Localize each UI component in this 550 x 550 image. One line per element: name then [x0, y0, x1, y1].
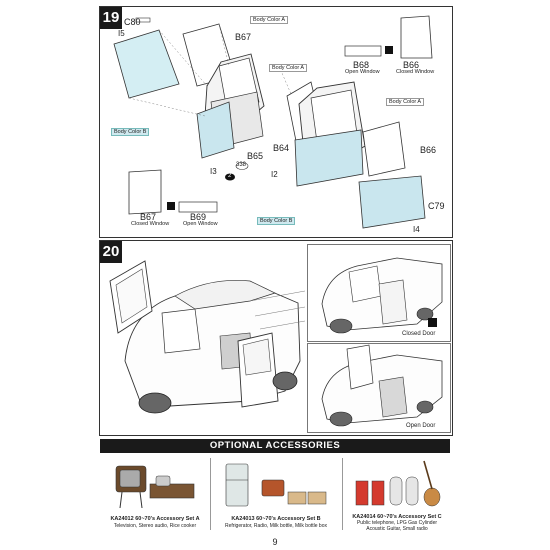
part-c80 — [135, 17, 151, 23]
label-b66-top: B66 — [403, 60, 420, 70]
open-door-left-window — [115, 268, 148, 324]
open-window-b68 — [344, 45, 382, 57]
door-glass-i4 — [358, 175, 426, 229]
label-b67: B67 — [235, 32, 252, 42]
door-glass-i3 — [196, 101, 235, 159]
caption-closed-window-bottom: Closed Window — [131, 221, 170, 227]
vehicle-roof — [174, 280, 276, 310]
label-i5: I5 — [118, 29, 125, 38]
closed-door-illustration — [321, 257, 443, 334]
step-20-number: 20 — [100, 241, 122, 263]
closed-window-b66-top — [400, 15, 433, 59]
open-window-b69 — [178, 201, 218, 213]
label-i2: I2 — [271, 170, 278, 179]
label-b68: B68 — [353, 60, 370, 70]
glue-label-2: 2 — [228, 173, 232, 179]
label-b69: B69 — [190, 212, 207, 222]
color-tag-body-a-1: Body Color A — [250, 16, 289, 24]
label-c80: C80 — [124, 17, 141, 27]
door-glass-i2 — [294, 129, 364, 187]
icon-square-bottom — [167, 202, 175, 210]
caption-closed-door: Closed Door — [402, 331, 436, 337]
accessory-set-b-image — [225, 463, 327, 507]
accessory-set-a-code: KA24012 60~70's Accessory Set A — [110, 516, 200, 522]
caption-closed-window-top: Closed Window — [396, 69, 435, 75]
icon-square-top — [385, 46, 393, 54]
caption-open-window-bottom: Open Window — [183, 221, 218, 227]
wheel-front — [138, 392, 172, 414]
accessory-set-c-image — [355, 460, 441, 507]
step-20-main-illustration — [109, 260, 306, 414]
accessory-set-a-image — [115, 465, 195, 509]
open-door-illustration — [321, 344, 443, 427]
wheel-rear — [272, 371, 298, 391]
label-b65: B65 — [247, 151, 264, 161]
label-b64: B64 — [273, 143, 290, 153]
accessory-set-a: KA24012 60~70's Accessory Set A Televisi… — [100, 455, 210, 530]
page-number: 9 — [272, 537, 278, 547]
color-tag-body-b-2: Body Color B — [257, 217, 296, 225]
label-i3: I3 — [210, 167, 217, 176]
glue-marker-2 — [225, 173, 235, 181]
accessory-set-b-code: KA24013 60~70's Accessory Set B — [231, 516, 321, 522]
glue-marker-338 — [235, 162, 249, 170]
glue-label-338: 338 — [236, 162, 247, 168]
divider-a-b — [210, 458, 211, 530]
label-c79: C79 — [428, 201, 445, 211]
accessory-set-c-desc: Public telephone, LPG Gas Cylinder Acous… — [356, 520, 438, 532]
accessory-set-c-code: KA24014 60~70's Accessory Set C — [352, 514, 442, 520]
accessories-header: OPTIONAL ACCESSORIES — [100, 439, 450, 453]
caption-open-door: Open Door — [406, 423, 436, 429]
accessory-set-c: KA24014 60~70's Accessory Set C Public t… — [344, 455, 450, 532]
label-b66-mid: B66 — [420, 145, 437, 155]
accessory-set-b: KA24013 60~70's Accessory Set B Refriger… — [212, 455, 340, 530]
accessory-set-b-desc: Refrigerator, Radio, Milk bottle, Milk b… — [225, 523, 327, 529]
step-19-illustration — [113, 15, 433, 229]
color-tag-body-a-3: Body Color A — [386, 98, 425, 106]
window-glass-i5 — [113, 29, 180, 99]
label-b67-bottom: B67 — [140, 212, 157, 222]
color-tag-body-b-1: Body Color B — [111, 128, 150, 136]
vehicle-windshield — [161, 308, 201, 354]
window-b66-mid — [362, 121, 406, 177]
caption-open-window-top: Open Window — [345, 69, 380, 75]
accessory-set-a-desc: Television, Stereo audio, Rice cooker — [113, 523, 197, 529]
color-tag-body-a-2: Body Color A — [269, 64, 308, 72]
closed-door-icon — [428, 318, 437, 327]
closed-window-b67-bottom — [128, 169, 162, 215]
label-i4: I4 — [413, 225, 420, 234]
divider-b-c — [342, 458, 343, 530]
step-19-number: 19 — [100, 7, 122, 29]
door-attaching-window — [242, 338, 272, 376]
